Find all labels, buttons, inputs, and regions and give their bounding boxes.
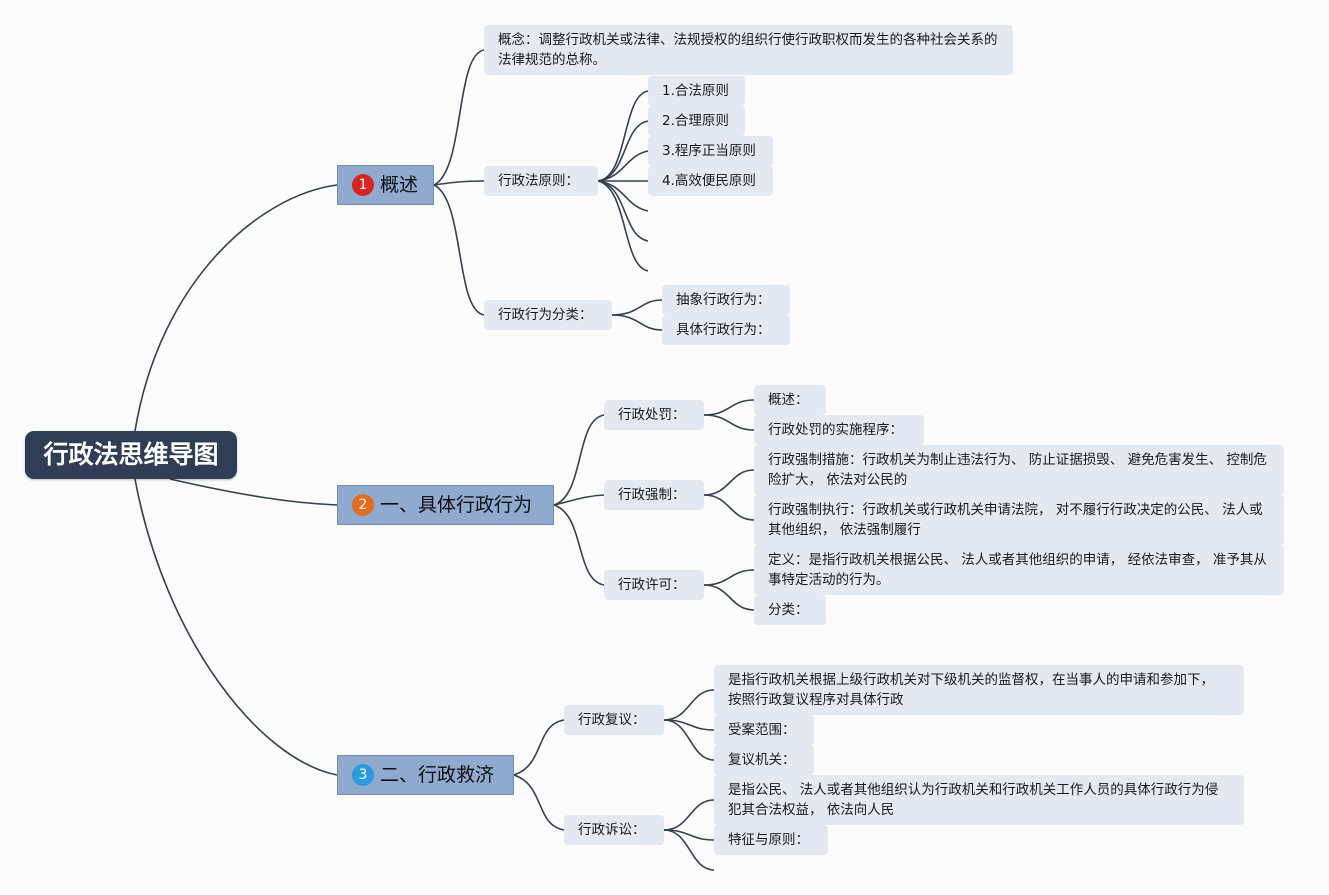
number-badge-1: 1 (352, 174, 374, 196)
principle-item[interactable]: 2.合理原则 (648, 106, 745, 136)
edge-license-1 (703, 569, 755, 586)
edge-root-branch-3 (134, 478, 338, 776)
classification-item[interactable]: 具体行政行为： (662, 315, 790, 345)
branch-specific-acts-label: 一、具体行政行为 (380, 494, 533, 516)
branch-overview[interactable]: 1 概述 (337, 165, 434, 205)
edge-principle-3 (597, 150, 649, 182)
reconsideration-item[interactable]: 受案范围： (714, 715, 814, 745)
edge-coercion-2 (703, 494, 755, 521)
edge-principle-2 (597, 120, 649, 182)
edge-b2-license (553, 504, 605, 586)
edge-principle-7 (597, 180, 649, 272)
number-badge-3: 3 (352, 764, 374, 786)
edge-b3-reconsideration (513, 719, 565, 776)
coercion-item[interactable]: 行政强制措施：行政机关为制止违法行为、 防止证据损毁、 避免危害发生、 控制危险… (754, 445, 1284, 495)
concept-node[interactable]: 概念：调整行政机关或法律、法规授权的组织行使行政职权而发生的各种社会关系的法律规… (484, 25, 1013, 75)
principle-item[interactable]: 4.高效便民原则 (648, 166, 773, 196)
license-item[interactable]: 分类： (754, 595, 826, 625)
edge-class-2 (611, 314, 663, 331)
root-topic[interactable]: 行政法思维导图 (25, 431, 237, 479)
principle-item[interactable]: 1.合法原则 (648, 76, 745, 106)
edge-b2-penalty (553, 414, 605, 506)
number-badge-2: 2 (352, 494, 374, 516)
edge-penalty-1 (703, 399, 755, 416)
edge-penalty-2 (703, 414, 755, 431)
reconsideration-node[interactable]: 行政复议： (564, 705, 664, 735)
litigation-node[interactable]: 行政诉讼： (564, 815, 664, 845)
coercion-item[interactable]: 行政强制执行：行政机关或行政机关申请法院， 对不履行行政决定的公民、 法人或其他… (754, 495, 1284, 545)
litigation-item[interactable]: 特征与原则： (714, 825, 828, 855)
penalty-item[interactable]: 概述： (754, 385, 826, 415)
edge-license-2 (703, 584, 755, 611)
litigation-item[interactable]: 是指公民、 法人或者其他组织认为行政机关和行政机关工作人员的具体行政行为侵犯其合… (714, 775, 1244, 825)
principle-item[interactable]: 3.程序正当原则 (648, 136, 773, 166)
edge-root-branch-1 (134, 184, 338, 432)
edge-b2-coercion (553, 494, 605, 506)
edge-b1-concept (433, 49, 485, 186)
edge-b1-principles (433, 180, 485, 186)
edge-root-branch-2 (169, 478, 338, 506)
edge-litig-1 (663, 799, 715, 831)
license-node[interactable]: 行政许可： (604, 570, 704, 600)
principles-node[interactable]: 行政法原则： (484, 166, 598, 196)
edge-litig-3 (663, 829, 715, 871)
branch-specific-acts[interactable]: 2 一、具体行政行为 (337, 485, 554, 525)
edge-recon-3 (663, 719, 715, 761)
license-item[interactable]: 定义：是指行政机关根据公民、 法人或者其他组织的申请， 经依法审查， 准予其从事… (754, 545, 1284, 595)
classification-node[interactable]: 行政行为分类： (484, 300, 612, 330)
edge-b1-classification (433, 184, 485, 316)
coercion-node[interactable]: 行政强制： (604, 480, 704, 510)
classification-item[interactable]: 抽象行政行为： (662, 285, 790, 315)
edge-recon-1 (663, 689, 715, 721)
edge-coercion-1 (703, 469, 755, 496)
branch-overview-label: 概述 (380, 174, 419, 196)
penalty-item[interactable]: 行政处罚的实施程序： (754, 415, 924, 445)
branch-remedies[interactable]: 3 二、行政救济 (337, 755, 514, 795)
branch-remedies-label: 二、行政救济 (380, 764, 495, 786)
penalty-node[interactable]: 行政处罚： (604, 400, 704, 430)
edge-class-1 (611, 299, 663, 316)
reconsideration-item[interactable]: 复议机关： (714, 745, 814, 775)
edge-b3-litigation (513, 774, 565, 831)
reconsideration-item[interactable]: 是指行政机关根据上级行政机关对下级机关的监督权，在当事人的申请和参加下， 按照行… (714, 665, 1244, 715)
edge-principle-6 (597, 180, 649, 242)
